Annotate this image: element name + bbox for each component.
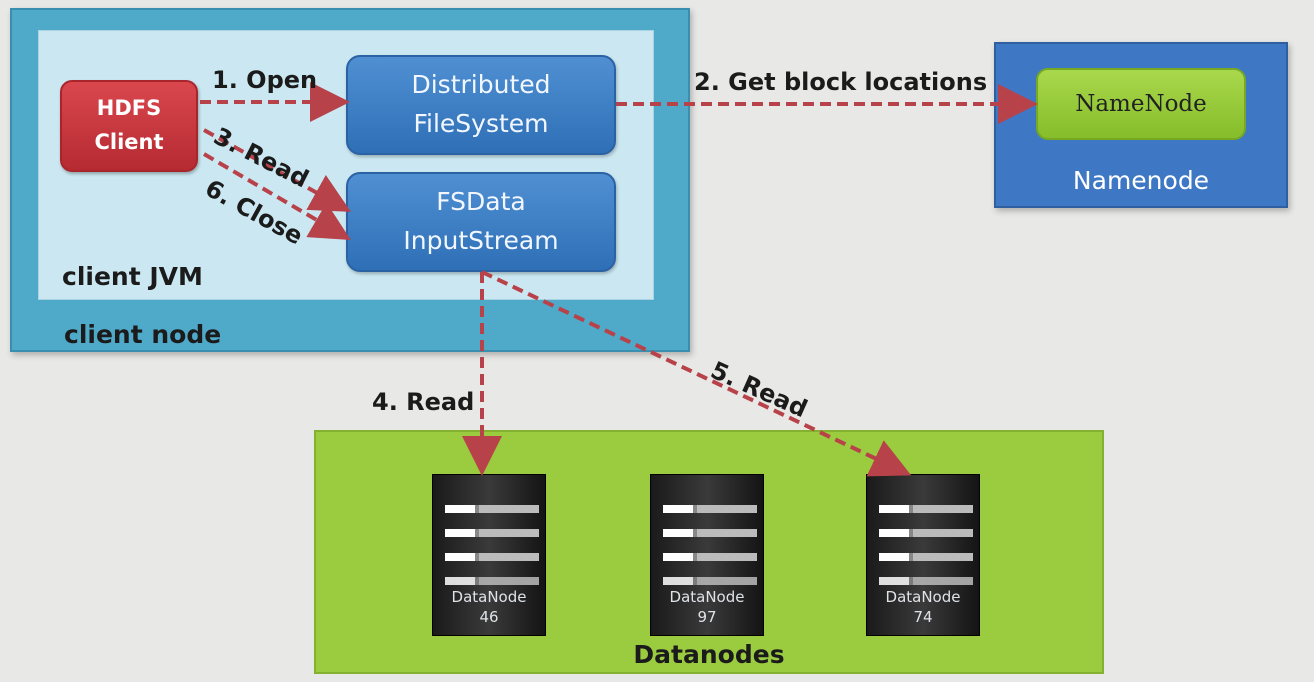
datanode-server-2[interactable]: DataNode 97 <box>650 474 764 636</box>
datanode-label: DataNode <box>669 588 745 606</box>
hdfs-client-line2: Client <box>94 130 164 154</box>
datanode-server-1[interactable]: DataNode 46 <box>432 474 546 636</box>
fsdata-inputstream-node[interactable]: FSData InputStream <box>346 172 616 272</box>
arrow-read-3 <box>203 128 351 212</box>
datanodes-caption: Datanodes <box>633 640 785 669</box>
datanode-id: 97 <box>697 608 717 626</box>
fsdata-line2: InputStream <box>403 226 559 255</box>
distributed-fs-line2: FileSystem <box>413 109 549 138</box>
datanode-label: DataNode <box>451 588 527 606</box>
datanode-id: 74 <box>913 608 933 626</box>
client-jvm-label: client JVM <box>62 262 203 291</box>
datanode-label: DataNode <box>885 588 961 606</box>
label-read-4: 4. Read <box>372 388 475 416</box>
arrow-close-6 <box>202 152 351 241</box>
label-open: 1. Open <box>212 66 318 94</box>
hdfs-client-line1: HDFS <box>96 96 162 121</box>
datanode-server-3[interactable]: DataNode 74 <box>866 474 980 636</box>
namenode-caption: Namenode <box>1072 166 1210 195</box>
namenode-node[interactable]: NameNode <box>1036 68 1246 140</box>
datanode-id: 46 <box>479 608 499 626</box>
label-get-block-locations: 2. Get block locations <box>694 68 988 96</box>
client-node-label: client node <box>64 320 222 349</box>
fsdata-line1: FSData <box>436 187 526 217</box>
hdfs-client-node[interactable]: HDFS Client <box>60 80 198 172</box>
distributed-filesystem-node[interactable]: Distributed FileSystem <box>346 55 616 155</box>
arrow-read-5 <box>481 270 912 477</box>
distributed-fs-line1: Distributed <box>411 70 551 100</box>
